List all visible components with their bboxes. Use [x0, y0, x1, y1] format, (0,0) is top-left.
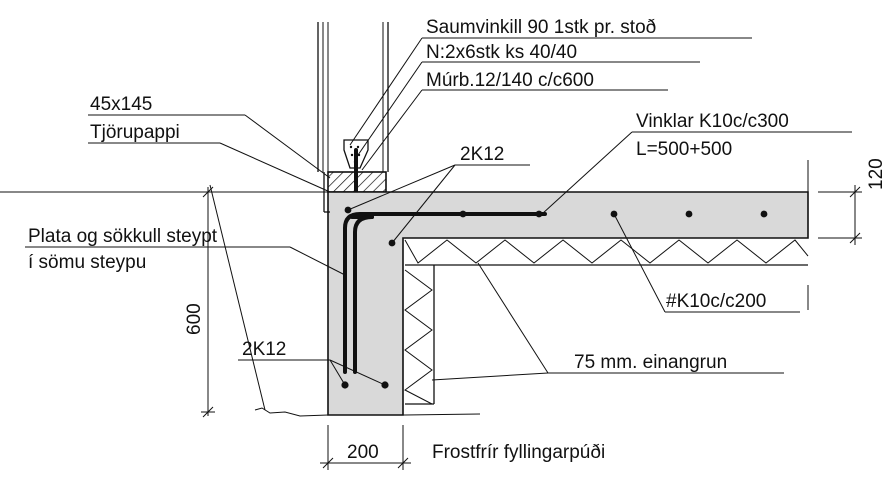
- label-timbur: 45x145: [90, 94, 152, 115]
- label-vinklar-1: Vinklar K10c/c300: [636, 111, 789, 132]
- insulation-beside-footing: [404, 265, 435, 405]
- label-k12-top: 2K12: [460, 144, 504, 165]
- dimension-slab: 120: [818, 158, 887, 245]
- dim-height-text: 600: [184, 303, 205, 335]
- label-net: #K10c/c200: [666, 291, 766, 312]
- label-naglar: N:2x6stk ks 40/40: [426, 42, 577, 63]
- leader-lines: [25, 37, 852, 411]
- dim-slab-text: 120: [866, 158, 887, 190]
- label-saumvinkill: Saumvinkill 90 1stk pr. stoð: [426, 17, 656, 38]
- timber-stud: [317, 22, 389, 172]
- dimension-footing-width: 200: [320, 425, 411, 470]
- label-plata-2: í sömu steypu: [28, 252, 146, 273]
- label-einangrun: 75 mm. einangrun: [574, 352, 727, 373]
- label-fylling: Frostfrír fyllingarpúði: [432, 442, 605, 463]
- label-murbolti: Múrb.12/140 c/c600: [426, 70, 594, 91]
- insulation-under-slab: [404, 239, 809, 266]
- dimension-height: 600: [184, 186, 215, 418]
- dim-footing-text: 200: [347, 442, 379, 463]
- label-plata-1: Plata og sökkull steypt: [28, 226, 218, 247]
- label-vinklar-2: L=500+500: [636, 139, 732, 160]
- label-k12-bottom: 2K12: [242, 339, 286, 360]
- label-tjorupappi: Tjörupappi: [90, 122, 180, 143]
- fill-line: [254, 407, 481, 417]
